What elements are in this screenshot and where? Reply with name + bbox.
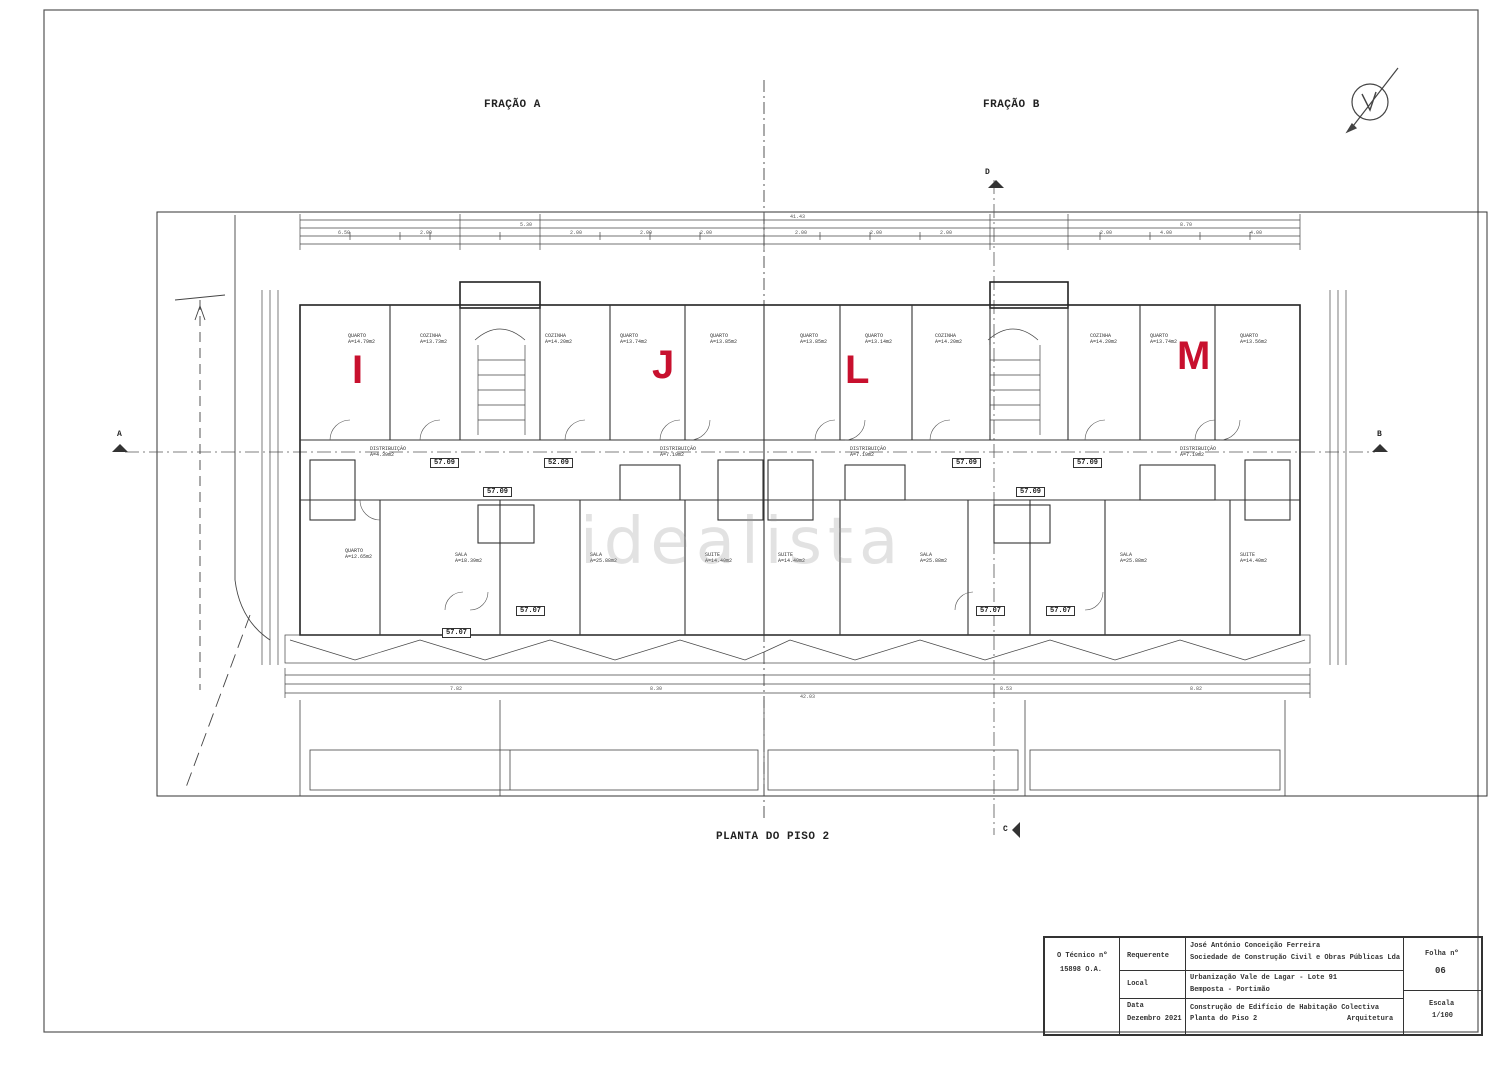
section-c-label: C: [1003, 825, 1009, 834]
svg-text:8.82: 8.82: [1190, 686, 1202, 692]
plan-title: PLANTA DO PISO 2: [716, 831, 830, 843]
fracao-a-label: FRAÇÃO A: [484, 99, 541, 111]
area-tag: 57.09: [952, 458, 982, 468]
area-tag: 57.09: [483, 487, 513, 497]
svg-text:4.00: 4.00: [1250, 230, 1262, 236]
local-label: Local: [1127, 980, 1149, 988]
svg-text:2.00: 2.00: [795, 230, 807, 236]
unit-mark-l: L: [845, 348, 870, 392]
area-tag: 52.09: [544, 458, 574, 468]
area-tag: 57.07: [516, 606, 546, 616]
requerente-name: José António Conceição Ferreira: [1190, 942, 1321, 950]
fracao-b-label: FRAÇÃO B: [983, 99, 1040, 111]
section-c-marker: [1012, 822, 1020, 838]
tecnico-label: O Técnico nº: [1057, 952, 1108, 960]
unit-mark-j: J: [652, 343, 675, 387]
svg-text:2.00: 2.00: [700, 230, 712, 236]
local-line-2: Bemposta - Portimão: [1190, 986, 1270, 994]
obra-line-1: Construção de Edifício de Habitação Cole…: [1190, 1004, 1380, 1012]
svg-text:4.00: 4.00: [1160, 230, 1172, 236]
site-boundary: [156, 211, 1488, 797]
section-d-marker: [988, 180, 1004, 188]
section-a-label: A: [117, 430, 123, 439]
svg-text:6.50: 6.50: [338, 230, 350, 236]
svg-text:8.30: 8.30: [650, 686, 662, 692]
section-b-marker: [1372, 444, 1388, 452]
requerente-company: Sociedade de Construção Civil e Obras Pú…: [1190, 954, 1401, 962]
north-arrow-icon: [1345, 67, 1399, 134]
requerente-label: Requerente: [1127, 952, 1170, 960]
data-label: Data: [1127, 1002, 1144, 1010]
area-tag: 57.09: [430, 458, 460, 468]
svg-text:7.82: 7.82: [450, 686, 462, 692]
svg-text:2.00: 2.00: [1100, 230, 1112, 236]
section-d-label: D: [985, 168, 991, 177]
svg-text:8.70: 8.70: [1180, 222, 1192, 228]
watermark: idealista: [580, 505, 905, 579]
area-tag: 57.07: [976, 606, 1006, 616]
obra-line-2: Planta do Piso 2: [1190, 1015, 1258, 1023]
section-b-label: B: [1377, 430, 1383, 439]
unit-mark-m: M: [1177, 334, 1211, 378]
svg-text:2.00: 2.00: [570, 230, 582, 236]
svg-text:2.00: 2.00: [640, 230, 652, 236]
local-line-1: Urbanização Vale de Lagar - Lote 91: [1190, 974, 1338, 982]
building-outline: [299, 304, 1301, 636]
svg-text:8.53: 8.53: [1000, 686, 1012, 692]
area-tag: 57.09: [1016, 487, 1046, 497]
data-value: Dezembro 2021: [1127, 1015, 1182, 1023]
section-a-marker: [112, 444, 128, 452]
area-tag: 57.09: [1073, 458, 1103, 468]
svg-text:5.30: 5.30: [520, 222, 532, 228]
svg-text:2.00: 2.00: [940, 230, 952, 236]
area-tag: 57.07: [1046, 606, 1076, 616]
unit-mark-i: I: [352, 348, 364, 392]
folha-label: Folha nº: [1425, 950, 1459, 958]
tecnico-number: 15898 O.A.: [1060, 966, 1103, 974]
escala-value: 1/100: [1432, 1012, 1454, 1020]
especialidade: Arquitetura: [1347, 1015, 1394, 1023]
folha-value: 06: [1435, 966, 1446, 976]
title-block: O Técnico nº 15898 O.A. Requerente José …: [1043, 936, 1483, 1036]
area-tag: 57.07: [442, 628, 472, 638]
svg-text:2.00: 2.00: [420, 230, 432, 236]
svg-text:42.03: 42.03: [800, 694, 815, 700]
escala-label: Escala: [1429, 1000, 1455, 1008]
svg-text:2.00: 2.00: [870, 230, 882, 236]
svg-text:41.43: 41.43: [790, 214, 805, 220]
